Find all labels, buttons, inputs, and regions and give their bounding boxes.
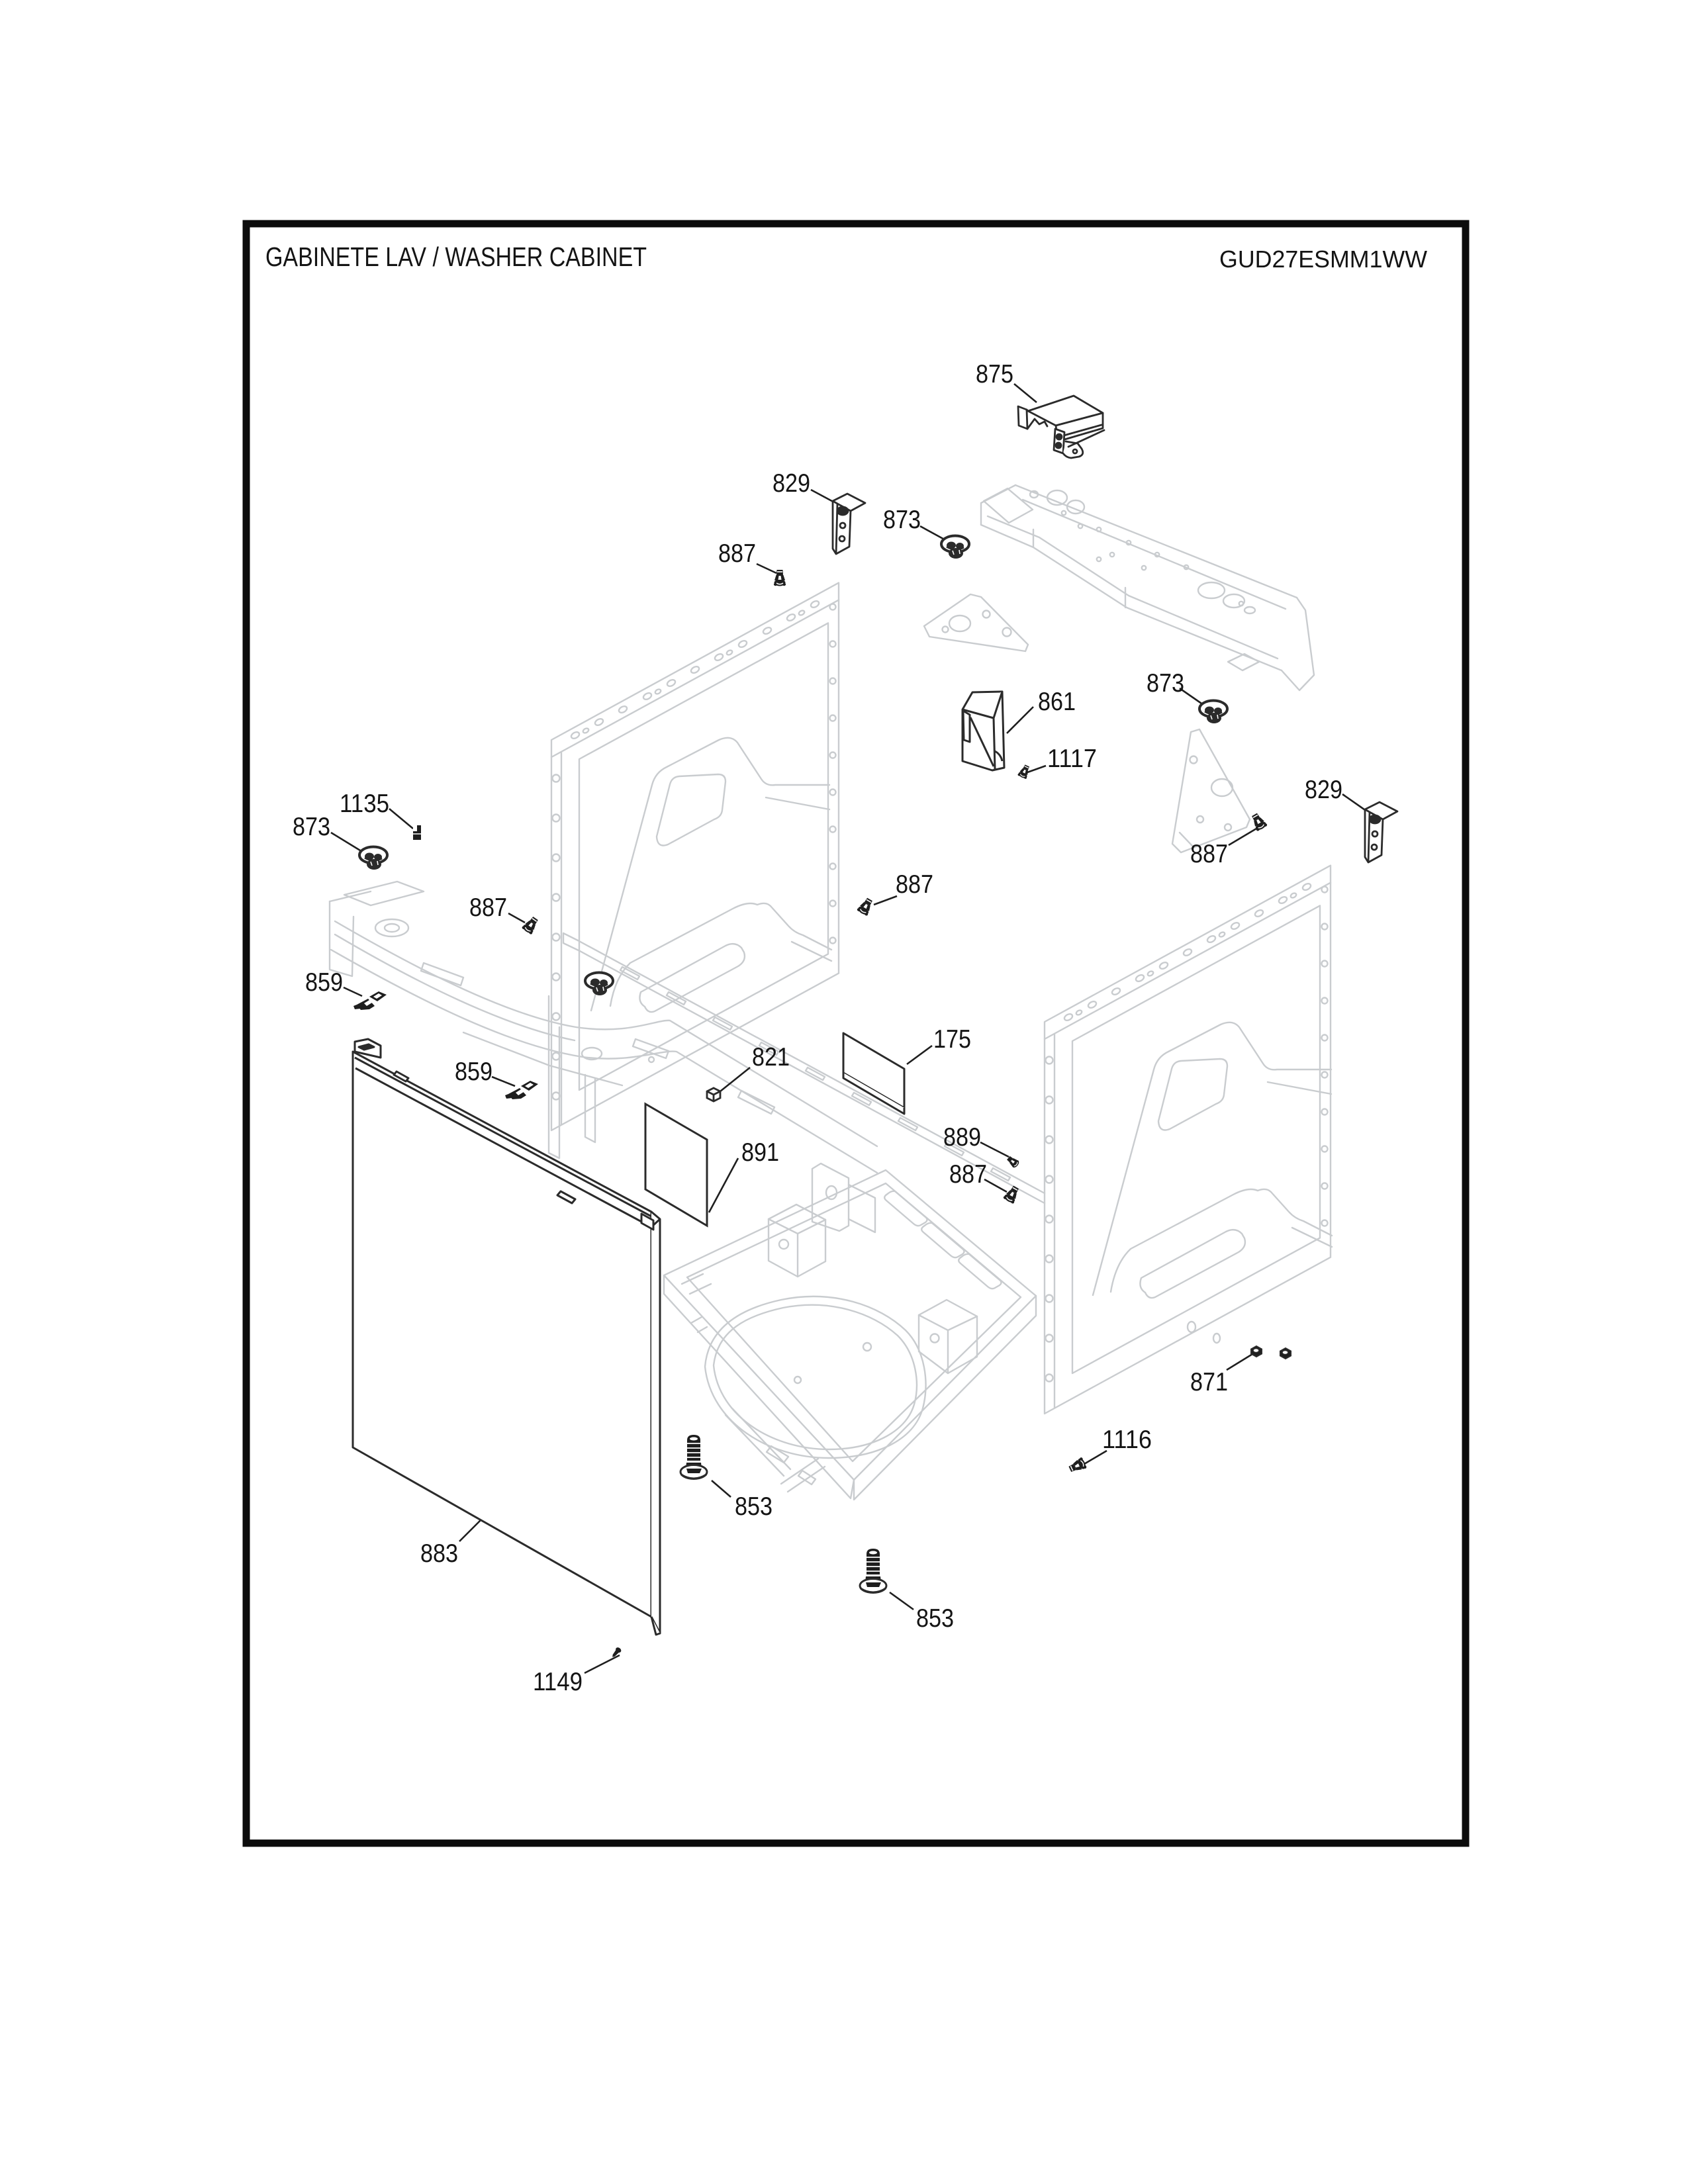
svg-text:859: 859 bbox=[455, 1058, 492, 1086]
svg-text:887: 887 bbox=[896, 870, 933, 899]
svg-text:887: 887 bbox=[718, 539, 756, 568]
svg-text:873: 873 bbox=[883, 506, 921, 534]
svg-text:1135: 1135 bbox=[340, 790, 389, 818]
svg-text:GUD27ESMM1WW: GUD27ESMM1WW bbox=[1219, 246, 1427, 273]
svg-text:1117: 1117 bbox=[1047, 745, 1097, 773]
svg-text:887: 887 bbox=[1190, 840, 1228, 868]
svg-text:853: 853 bbox=[735, 1492, 773, 1521]
svg-text:861: 861 bbox=[1038, 688, 1076, 716]
svg-text:871: 871 bbox=[1190, 1368, 1228, 1396]
svg-text:887: 887 bbox=[469, 893, 507, 922]
svg-text:889: 889 bbox=[943, 1123, 981, 1152]
svg-text:821: 821 bbox=[752, 1043, 790, 1071]
svg-text:875: 875 bbox=[976, 360, 1013, 388]
svg-text:891: 891 bbox=[741, 1138, 779, 1167]
svg-text:829: 829 bbox=[773, 469, 810, 498]
svg-text:1116: 1116 bbox=[1102, 1426, 1152, 1454]
svg-text:873: 873 bbox=[1147, 669, 1184, 698]
svg-text:1149: 1149 bbox=[533, 1668, 583, 1696]
svg-text:859: 859 bbox=[305, 968, 343, 997]
svg-text:883: 883 bbox=[420, 1539, 458, 1568]
svg-text:873: 873 bbox=[293, 813, 330, 841]
svg-text:853: 853 bbox=[916, 1604, 954, 1633]
svg-text:829: 829 bbox=[1305, 776, 1342, 804]
svg-text:887: 887 bbox=[949, 1160, 987, 1189]
svg-text:175: 175 bbox=[933, 1025, 971, 1054]
svg-text:GABINETE LAV / WASHER CABINET: GABINETE LAV / WASHER CABINET bbox=[265, 242, 647, 272]
